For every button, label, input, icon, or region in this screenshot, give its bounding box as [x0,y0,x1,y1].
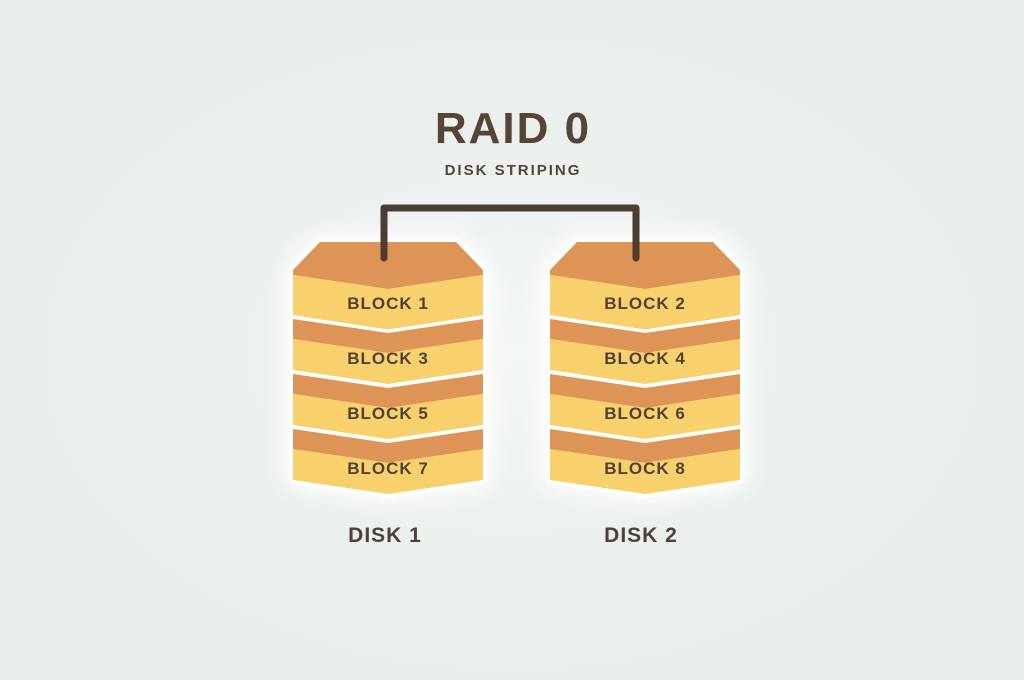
disk-stack-1: BLOCK 1 BLOCK 3 BLOCK 5 BLOCK 7 [289,238,487,498]
block-label: BLOCK 6 [604,404,686,423]
block-top-face [550,242,740,289]
block-front-face [550,339,740,384]
block-8: BLOCK 8 [546,425,744,498]
block-6: BLOCK 6 [546,370,744,443]
disk-1-label: DISK 1 [348,524,422,547]
connector-path [380,204,640,262]
disk-2-label: DISK 2 [604,524,678,547]
block-top-face [293,319,483,353]
diagram-title: RAID 0 [434,104,592,153]
diagram-subtitle: DISK STRIPING [444,162,582,179]
block-label: BLOCK 2 [604,294,686,313]
block-top-face [293,374,483,408]
block-top-face [293,429,483,463]
block-front-face [293,275,483,330]
block-7: BLOCK 7 [289,425,487,498]
block-front-face [293,394,483,439]
block-2: BLOCK 2 [546,238,744,334]
block-4: BLOCK 4 [546,315,744,388]
block-front-face [293,449,483,494]
block-3: BLOCK 3 [289,315,487,388]
block-front-face [550,275,740,330]
block-label: BLOCK 7 [347,459,429,478]
connector-line [380,204,640,262]
block-front-face [293,339,483,384]
block-top-face [550,429,740,463]
block-label: BLOCK 5 [347,404,429,423]
block-label: BLOCK 4 [604,349,686,368]
disk-stack-2: BLOCK 2 BLOCK 4 BLOCK 6 BLOCK 8 [546,238,744,498]
block-top-face [293,242,483,289]
block-top-face [550,319,740,353]
block-label: BLOCK 8 [604,459,686,478]
block-5: BLOCK 5 [289,370,487,443]
block-front-face [550,449,740,494]
block-label: BLOCK 1 [347,294,429,313]
block-label: BLOCK 3 [347,349,429,368]
block-top-face [550,374,740,408]
block-1: BLOCK 1 [289,238,487,334]
block-front-face [550,394,740,439]
